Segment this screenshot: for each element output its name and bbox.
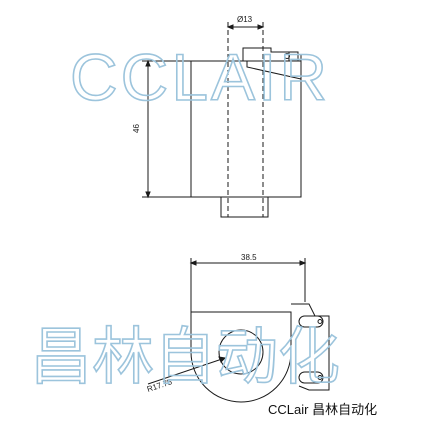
watermark-latin: CCLAIR: [70, 40, 330, 114]
bottom-view: [147, 258, 330, 403]
radius-leader: [147, 357, 226, 385]
connector-side-plate: [246, 61, 302, 80]
terminal-pin-top: [317, 319, 323, 324]
center-hole: [218, 329, 264, 375]
diameter-arrow-left: [226, 24, 234, 30]
brand-caption: CCLair 昌林自动化: [268, 402, 377, 417]
height-label: 46: [132, 124, 141, 133]
terminal-slot-top: [298, 315, 324, 328]
coil-outline: [190, 311, 292, 403]
watermark-cjk: 昌林自动化: [30, 320, 340, 393]
height-arrow-bottom: [145, 191, 151, 199]
terminal-slot-bottom: [298, 371, 324, 384]
width-arrow-left: [189, 260, 197, 266]
terminal-block: [291, 303, 330, 391]
diameter-arrow-right: [257, 24, 265, 30]
radius-arrow: [218, 356, 227, 363]
bottom-spigot: [220, 197, 269, 218]
connector-tab: [242, 47, 299, 61]
front-view: [142, 22, 302, 218]
height-arrow-top: [145, 59, 151, 67]
terminal-pin-bottom: [317, 375, 323, 380]
coil-body: [190, 60, 302, 198]
connector-hole: [284, 53, 290, 59]
width-label: 38.5: [241, 253, 257, 262]
width-arrow-right: [299, 260, 307, 266]
diameter-label: Ø13: [237, 15, 253, 24]
